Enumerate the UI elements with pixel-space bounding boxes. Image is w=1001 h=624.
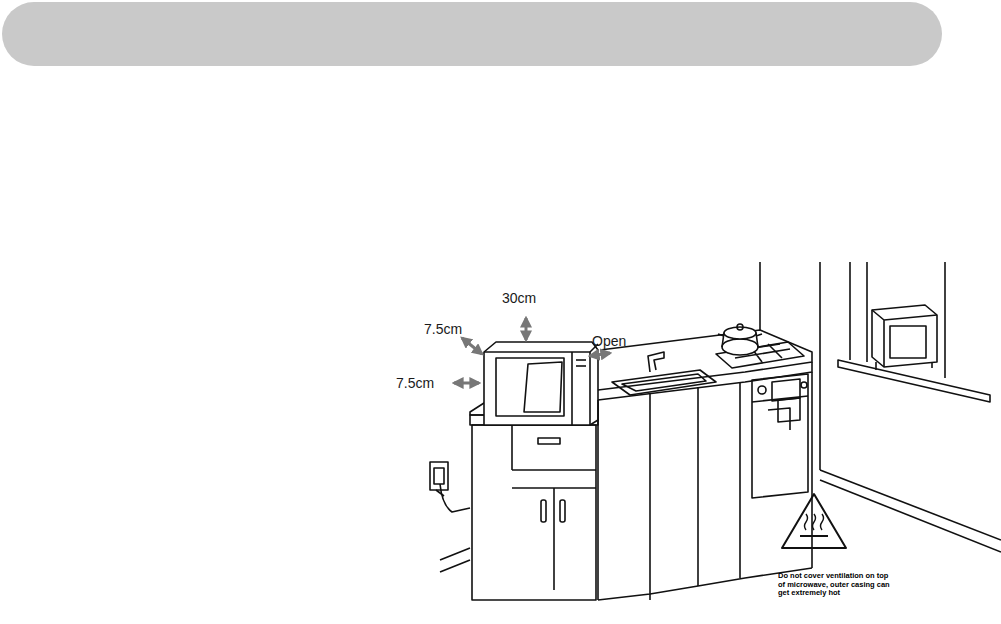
clearance-label: Open <box>592 334 626 349</box>
warning-note: Do not cover ventilation on top of micro… <box>778 572 896 598</box>
header-bar <box>2 2 942 66</box>
dimension-label: 30cm <box>502 291 536 306</box>
dimension-label: 7.5cm <box>424 322 462 337</box>
dimension-label: 7.5cm <box>396 376 434 391</box>
